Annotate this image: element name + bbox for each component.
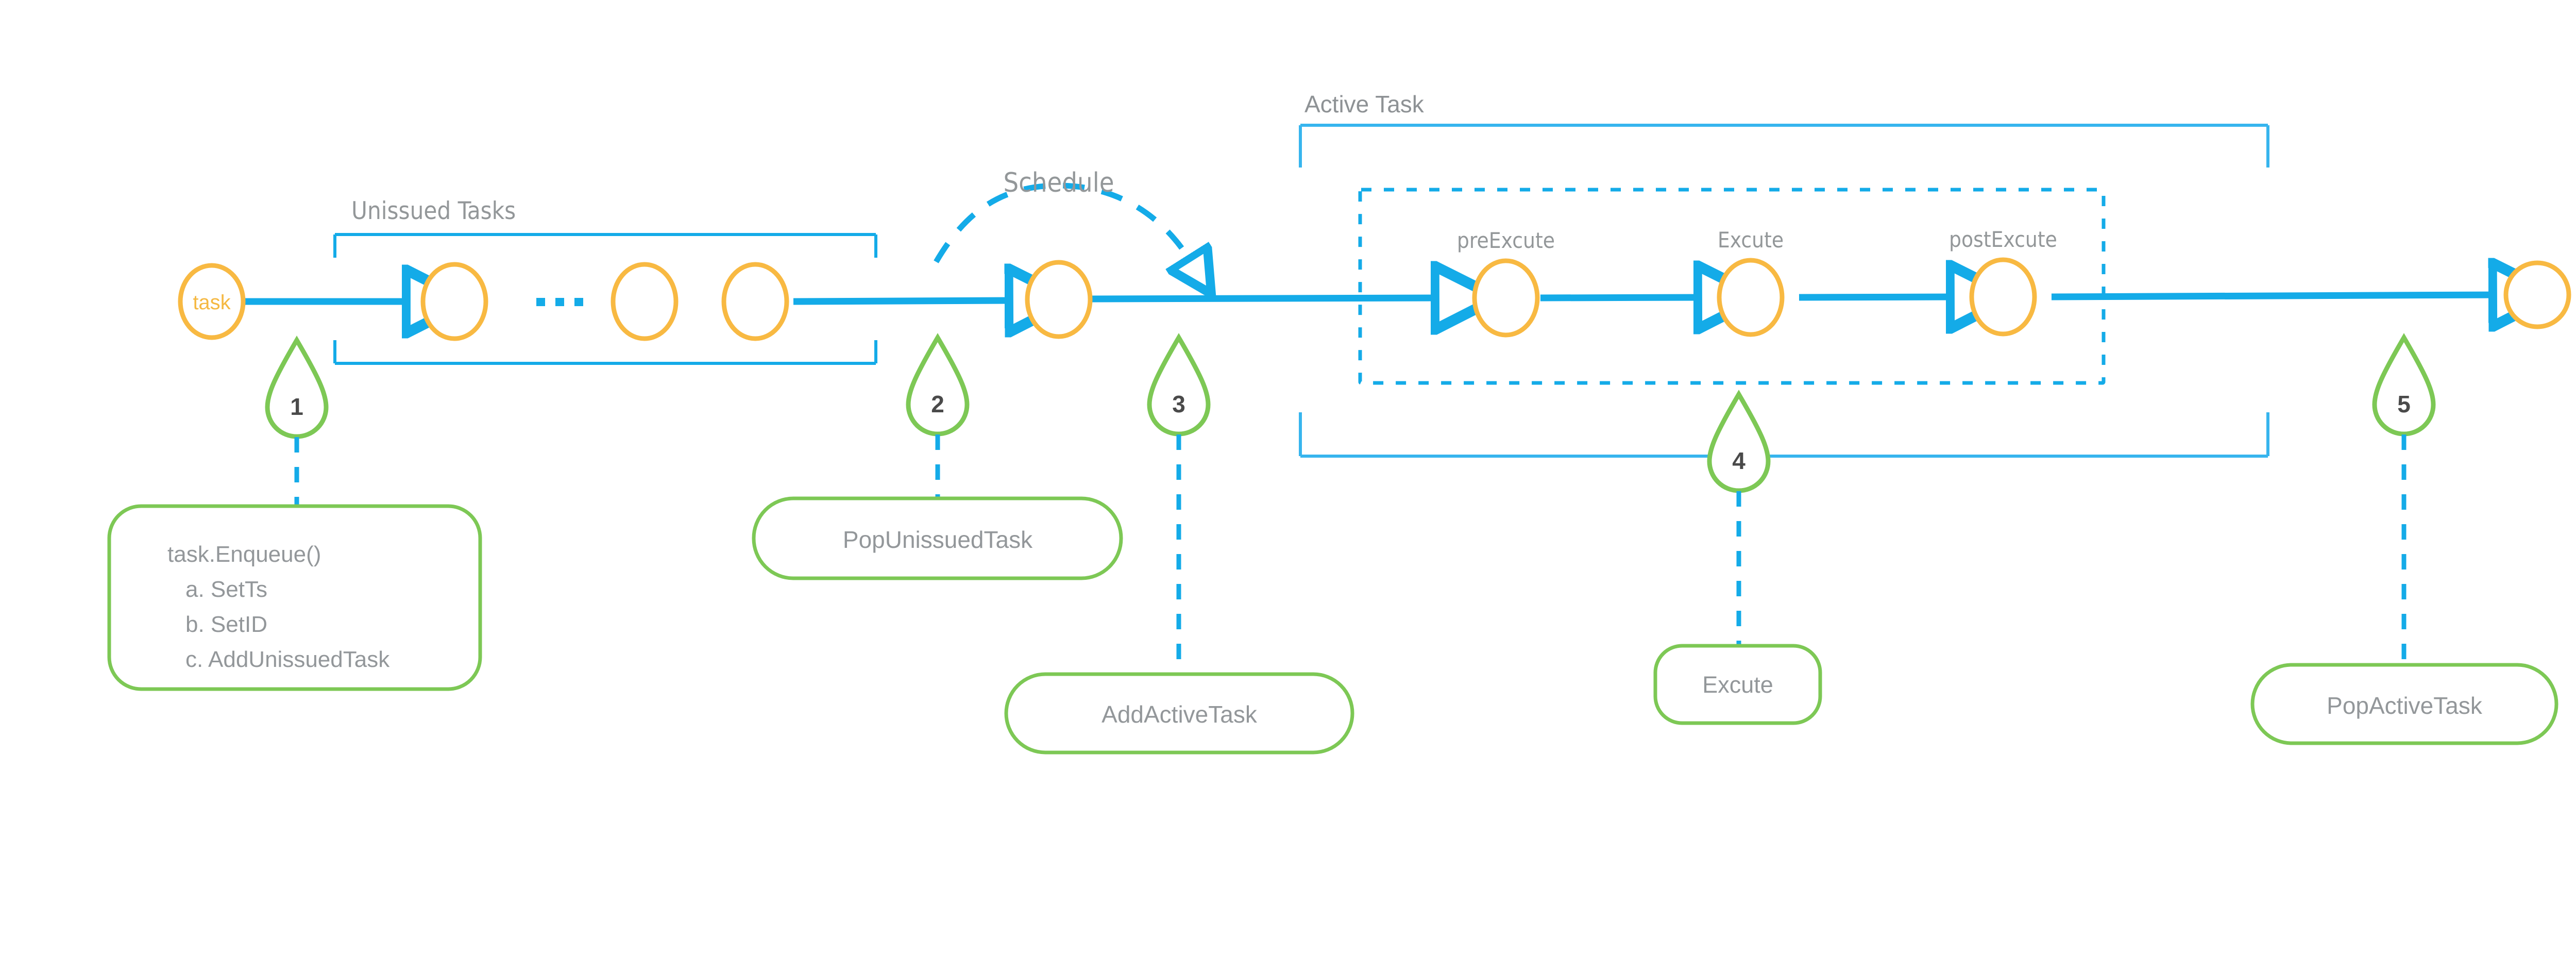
marker-1-droplet[interactable]	[265, 336, 329, 439]
active-task-label: Active Task	[1304, 91, 1425, 118]
node-task-label: task	[193, 291, 231, 314]
queue-ellipsis	[536, 298, 583, 306]
node-unissued-2[interactable]	[611, 262, 679, 341]
callout-4-label: Excute	[1702, 672, 1773, 698]
callout-3[interactable]: AddActiveTask	[1004, 672, 1354, 755]
callout-2-label: PopUnissuedTask	[843, 526, 1033, 553]
node-postexecute-label: postExcute	[1949, 227, 2057, 252]
node-task-shape[interactable]	[178, 263, 246, 340]
callout-2[interactable]: PopUnissuedTask	[752, 496, 1123, 580]
marker-3-droplet[interactable]	[1147, 333, 1211, 437]
node-preexecute-shape[interactable]	[1472, 258, 1540, 338]
node-postexecute-shape[interactable]	[1969, 257, 2037, 337]
node-preexecute-label: preExcute	[1457, 228, 1555, 253]
flow-arrow-schedule-to-preexecute	[1091, 298, 1437, 299]
callout-1[interactable]: task.Enqueue() a. SetTs b. SetID c. AddU…	[107, 504, 482, 691]
callout-5[interactable]: PopActiveTask	[2250, 663, 2558, 745]
unissued-tasks-group: Unissued Tasks	[333, 197, 877, 365]
callout-2-box[interactable]	[752, 496, 1123, 580]
marker-4[interactable]: 4	[1707, 390, 1771, 646]
marker-4-droplet[interactable]	[1707, 390, 1771, 493]
marker-5-number: 5	[2397, 391, 2411, 417]
node-postexecute[interactable]: postExcute	[1949, 227, 2057, 337]
flow-arrow-postexecute-to-done	[2051, 295, 2495, 297]
unissued-tasks-label: Unissued Tasks	[351, 197, 516, 225]
node-execute[interactable]: Excute	[1717, 227, 1785, 337]
flow-arrow-preexecute-to-execute	[1540, 297, 1700, 298]
active-bracket-bottom	[1299, 412, 2269, 458]
active-task-group: Active Task	[1299, 91, 2269, 458]
marker-2-droplet[interactable]	[906, 333, 970, 437]
node-execute-label: Excute	[1718, 227, 1784, 253]
callout-1-line-1: task.Enqueue()	[167, 542, 321, 567]
marker-3[interactable]: 3	[1147, 333, 1211, 674]
node-preexecute[interactable]: preExcute	[1457, 228, 1555, 338]
marker-5[interactable]: 5	[2372, 333, 2436, 665]
callout-3-box[interactable]	[1004, 672, 1354, 755]
flow-arrow-queue-to-schedule	[793, 300, 1011, 302]
callout-1-line-3: b. SetID	[185, 612, 267, 637]
node-done[interactable]	[2503, 260, 2571, 329]
marker-1-number: 1	[290, 393, 303, 420]
schedule-transition: Schedule	[934, 168, 1190, 262]
node-scheduled[interactable]	[1025, 260, 1093, 339]
unissued-bracket-top	[333, 233, 877, 258]
marker-5-droplet[interactable]	[2372, 333, 2436, 437]
callout-4[interactable]: Excute	[1653, 644, 1822, 725]
unissued-bracket-bottom	[333, 340, 877, 365]
node-task[interactable]: task	[178, 263, 246, 340]
node-unissued-1[interactable]	[420, 262, 488, 341]
callout-5-label: PopActiveTask	[2327, 692, 2483, 719]
callout-1-box[interactable]	[107, 504, 482, 691]
callout-5-box[interactable]	[2250, 663, 2558, 745]
execute-pipeline-dashed-box	[1358, 188, 2106, 385]
schedule-label: Schedule	[1003, 168, 1114, 198]
node-execute-shape[interactable]	[1717, 258, 1785, 337]
callout-3-label: AddActiveTask	[1101, 701, 1258, 728]
node-unissued-3[interactable]	[721, 262, 789, 341]
active-bracket-top	[1299, 124, 2269, 168]
schedule-dashed-arc	[934, 182, 1190, 262]
marker-3-number: 3	[1172, 391, 1185, 417]
callout-1-line-2: a. SetTs	[185, 577, 267, 602]
marker-4-number: 4	[1732, 447, 1745, 474]
callout-1-line-4: c. AddUnissuedTask	[185, 647, 390, 672]
marker-1[interactable]: 1	[265, 336, 329, 508]
marker-2[interactable]: 2	[906, 333, 970, 503]
callout-4-box[interactable]	[1653, 644, 1822, 725]
flow-line	[234, 295, 2495, 302]
marker-2-number: 2	[931, 391, 944, 417]
